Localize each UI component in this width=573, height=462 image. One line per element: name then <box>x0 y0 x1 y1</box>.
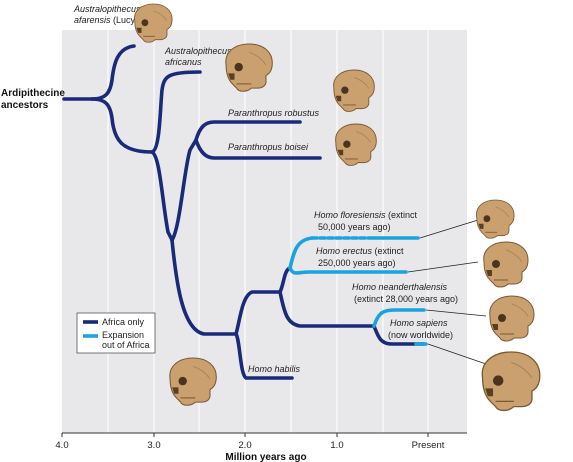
label-neanderthalensis-2: (extinct 28,000 years ago) <box>354 294 458 304</box>
tree-expansion-branches <box>288 236 428 346</box>
label-habilis: Homo habilis <box>248 364 301 374</box>
tick-label-present: Present <box>412 440 445 451</box>
branch-to-erectus-node <box>234 290 282 336</box>
label-floresiensis-2: 50,000 years ago) <box>318 222 391 232</box>
x-axis-ticks <box>61 433 429 437</box>
branch-habilis <box>234 332 294 380</box>
branch-to-sapiens-node <box>278 290 376 328</box>
skull-habilis-image <box>169 357 217 406</box>
label-afarensis-2: afarensis (Lucy) <box>74 15 138 25</box>
branch-africanus <box>150 70 202 154</box>
label-robustus: Paranthropus robustus <box>228 108 320 118</box>
skull-boisei-image <box>335 123 377 166</box>
label-boisei: Paranthropus boisei <box>228 142 309 152</box>
label-africanus-2: africanus <box>165 57 202 67</box>
tick-label-1: 1.0 <box>330 440 343 451</box>
tick-label-3: 3.0 <box>147 440 160 451</box>
grid-lines <box>107 30 429 433</box>
x-axis-title: Million years ago <box>225 452 306 462</box>
label-erectus-1: Homo erectus (extinct <box>316 246 404 256</box>
legend-label-africa: Africa only <box>102 317 145 327</box>
timeline-panel <box>62 30 467 433</box>
skull-neanderthalensis-image <box>489 295 535 342</box>
branch-robustus <box>194 120 302 142</box>
skull-erectus-image <box>483 241 529 288</box>
legend-box <box>76 312 156 354</box>
label-floresiensis-1: Homo floresiensis (extinct <box>314 210 418 220</box>
legend-label-expansion-2: out of Africa <box>102 340 150 350</box>
skull-sapiens-image <box>481 351 541 412</box>
skull-africanus-image <box>225 43 273 92</box>
root-label-1: Ardipithecine <box>1 88 65 99</box>
branch-sapiens-africa <box>372 324 426 346</box>
branch-floresiensis-start <box>288 236 314 270</box>
label-afarensis-1: Australopithecus <box>73 4 141 14</box>
label-neanderthalensis-1: Homo neanderthalensis <box>352 282 448 292</box>
branch-afarensis <box>90 44 136 101</box>
root-label-2: ancestors <box>1 100 49 111</box>
label-sapiens-2: (now worldwide) <box>388 330 453 340</box>
skull-afarensis-image <box>134 3 173 43</box>
branch-to-node3 <box>150 150 174 242</box>
legend-label-expansion-1: Expansion <box>102 330 144 340</box>
legend: Africa only Expansion out of Africa <box>76 312 156 354</box>
skull-robustus-image <box>333 69 375 112</box>
tick-label-2: 2.0 <box>238 440 251 451</box>
tick-label-4: 4.0 <box>55 440 68 451</box>
callout-lines <box>407 219 487 365</box>
label-africanus-1: Australopithecus <box>164 46 232 56</box>
label-sapiens-1: Homo sapiens <box>390 318 448 328</box>
branch-to-paranthropus <box>170 138 198 242</box>
branch-to-node2 <box>90 97 154 154</box>
label-erectus-2: 250,000 years ago) <box>318 258 396 268</box>
branch-erectus-expansion <box>288 266 408 275</box>
skull-floresiensis-image <box>476 199 515 239</box>
branch-boisei <box>194 138 322 160</box>
branch-to-homo <box>170 238 238 336</box>
branch-neanderthalensis <box>372 308 426 328</box>
